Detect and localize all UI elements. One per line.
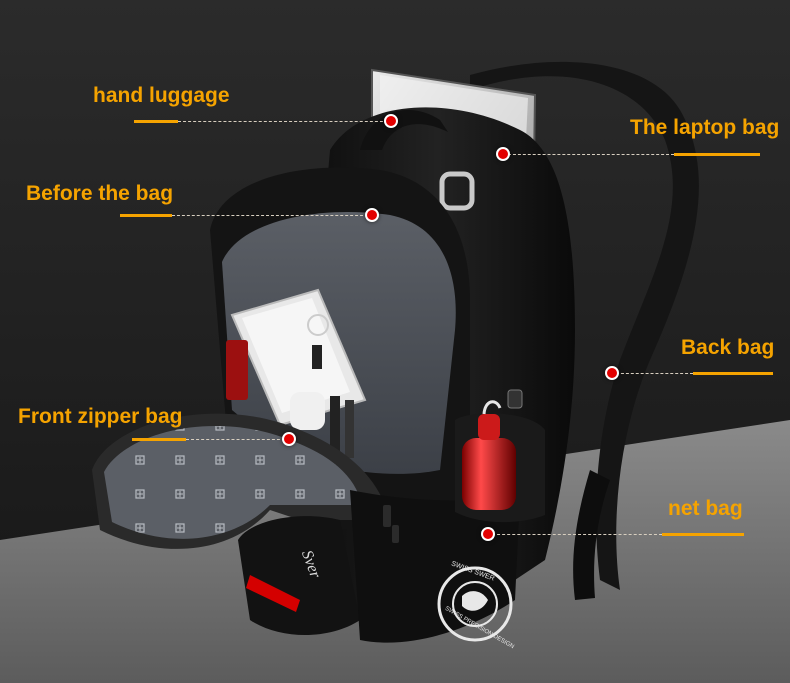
front-zipper-bag-label: Front zipper bag [18, 405, 183, 428]
front-zipper-bag-hotspot[interactable] [282, 432, 296, 446]
laptop-bag-leader [508, 154, 674, 155]
before-bag-leader [172, 215, 368, 216]
back-bag-underline [693, 372, 773, 375]
net-bag-label: net bag [668, 497, 743, 520]
before-bag-underline [120, 214, 172, 217]
hand-luggage-label: hand luggage [93, 84, 230, 107]
back-bag-label: Back bag [681, 336, 775, 359]
laptop-bag-hotspot[interactable] [496, 147, 510, 161]
back-bag-leader [616, 373, 693, 374]
hand-luggage-hotspot[interactable] [384, 114, 398, 128]
hand-luggage-leader [178, 121, 388, 122]
net-bag-hotspot[interactable] [481, 527, 495, 541]
laptop-bag-underline [674, 153, 760, 156]
back-bag-hotspot[interactable] [605, 366, 619, 380]
before-bag-hotspot[interactable] [365, 208, 379, 222]
laptop-bag-label: The laptop bag [630, 116, 780, 139]
front-zipper-bag-underline [132, 438, 186, 441]
front-zipper-bag-leader [186, 439, 285, 440]
hand-luggage-underline [134, 120, 178, 123]
net-bag-underline [662, 533, 744, 536]
before-bag-label: Before the bag [26, 182, 174, 205]
net-bag-leader [492, 534, 662, 535]
